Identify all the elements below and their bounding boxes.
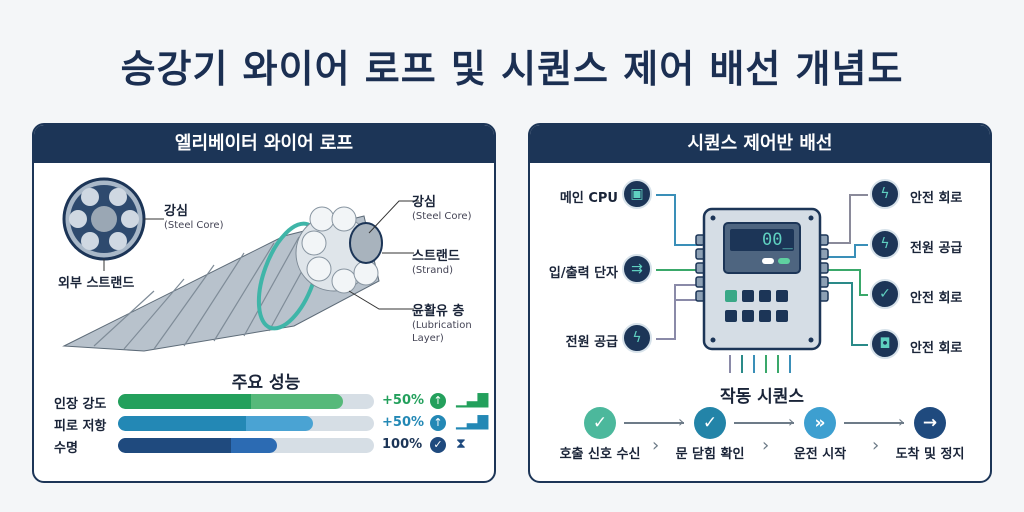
rope-3d-icon (62, 200, 419, 352)
io-terminal-icon: ⇉ (622, 254, 652, 284)
sequence-step-label: 도착 및 정지 (895, 447, 965, 462)
performance-title: 주요 성능 (231, 373, 301, 393)
rope-label-strand: 스트랜드 (Strand) (412, 249, 460, 276)
performance-bar-base (118, 394, 252, 409)
signal-bars-icon: ▁▃▇ (456, 414, 489, 430)
performance-bar-track (118, 416, 374, 431)
performance-bar-fill (118, 416, 313, 431)
arrow-up-icon: ↑ (430, 393, 446, 409)
check-icon: ✓ (430, 437, 446, 453)
wiring-lines (656, 194, 868, 373)
wire-rope-panel: 엘리베이터 와이어 로프 (32, 123, 496, 483)
cross-section-icon (62, 177, 164, 271)
node-label: 안전 회로 (910, 341, 963, 356)
rope-label-lubrication: 윤활유 층 (Lubrication Layer) (412, 304, 472, 344)
sequence-arrow (624, 422, 684, 424)
cpu-icon: ▣ (622, 179, 652, 209)
sequence-step-label: 호출 신호 수신 (559, 447, 641, 462)
cross-section-outer-label: 외부 스트랜드 (58, 276, 135, 291)
node-label: 전원 공급 (910, 241, 963, 256)
node-label: 안전 회로 (910, 291, 963, 306)
performance-bar-fill (118, 394, 344, 409)
performance-bar-base (118, 438, 231, 453)
chevron-right-icon: › (872, 435, 880, 456)
performance-value: +50% (382, 415, 425, 430)
wire-rope-illustration (62, 177, 419, 352)
performance-bar-track (118, 394, 374, 409)
fast-forward-icon: » (804, 407, 836, 439)
arrow-head-icon: › (898, 412, 905, 431)
performance-label: 피로 저항 (54, 419, 107, 434)
shield-check-icon: ✓ (870, 279, 900, 309)
performance-bar-fill (118, 438, 277, 453)
sequence-step-label: 문 닫힘 확인 (675, 447, 745, 462)
sensor-icon: ◘ (870, 329, 900, 359)
chevron-right-icon: › (652, 435, 660, 456)
sequence-steps: ✓ 호출 신호 수신 › ›✓ 문 닫힘 확인 › ›» 운전 시작 › ›→ … (530, 407, 990, 467)
signal-bars-icon: ▁▃▇ (456, 392, 489, 408)
arrow-head-icon: › (678, 412, 685, 431)
panel-header: 엘리베이터 와이어 로프 (34, 125, 494, 163)
panel-display: 00_ (762, 230, 793, 250)
sequence-title: 작동 시퀀스 (719, 387, 805, 407)
battery-bolt-icon: ϟ (870, 179, 900, 209)
rope-label-core: 강심 (Steel Core) (412, 195, 472, 222)
sequence-step-label: 운전 시작 (793, 447, 847, 462)
performance-label: 수명 (54, 441, 78, 456)
check-icon: ✓ (584, 407, 616, 439)
node-label: 안전 회로 (910, 191, 963, 206)
performance-bar-base (118, 416, 246, 431)
arrow-right-icon: → (914, 407, 946, 439)
performance-label: 인장 강도 (54, 397, 107, 412)
chevron-right-icon: › (762, 435, 770, 456)
node-label: 전원 공급 (565, 335, 618, 350)
node-label: 입/출력 단자 (548, 266, 618, 281)
control-panel-icon (695, 207, 829, 351)
hourglass-icon: ⧗ (456, 436, 466, 452)
power-icon: ϟ (622, 323, 652, 353)
sequence-arrow (734, 422, 794, 424)
performance-list: 인장 강도 +50% ↑ ▁▃▇ 피로 저항 +50% ↑ ▁▃▇ 수명 (34, 392, 494, 473)
sequence-panel: 시퀀스 제어반 배선 (528, 123, 992, 483)
panel-header: 시퀀스 제어반 배선 (530, 125, 990, 163)
sequence-arrow (844, 422, 904, 424)
arrow-head-icon: › (788, 412, 795, 431)
performance-bar-track (118, 438, 374, 453)
node-label: 메인 CPU (559, 191, 618, 206)
performance-value: 100% (382, 437, 423, 452)
cross-section-core-label: 강심 (Steel Core) (164, 204, 224, 231)
arrow-up-icon: ↑ (430, 415, 446, 431)
page-title: 승강기 와이어 로프 및 시퀀스 제어 배선 개념도 (120, 47, 904, 91)
power-icon: ϟ (870, 229, 900, 259)
check-icon: ✓ (694, 407, 726, 439)
performance-value: +50% (382, 393, 425, 408)
